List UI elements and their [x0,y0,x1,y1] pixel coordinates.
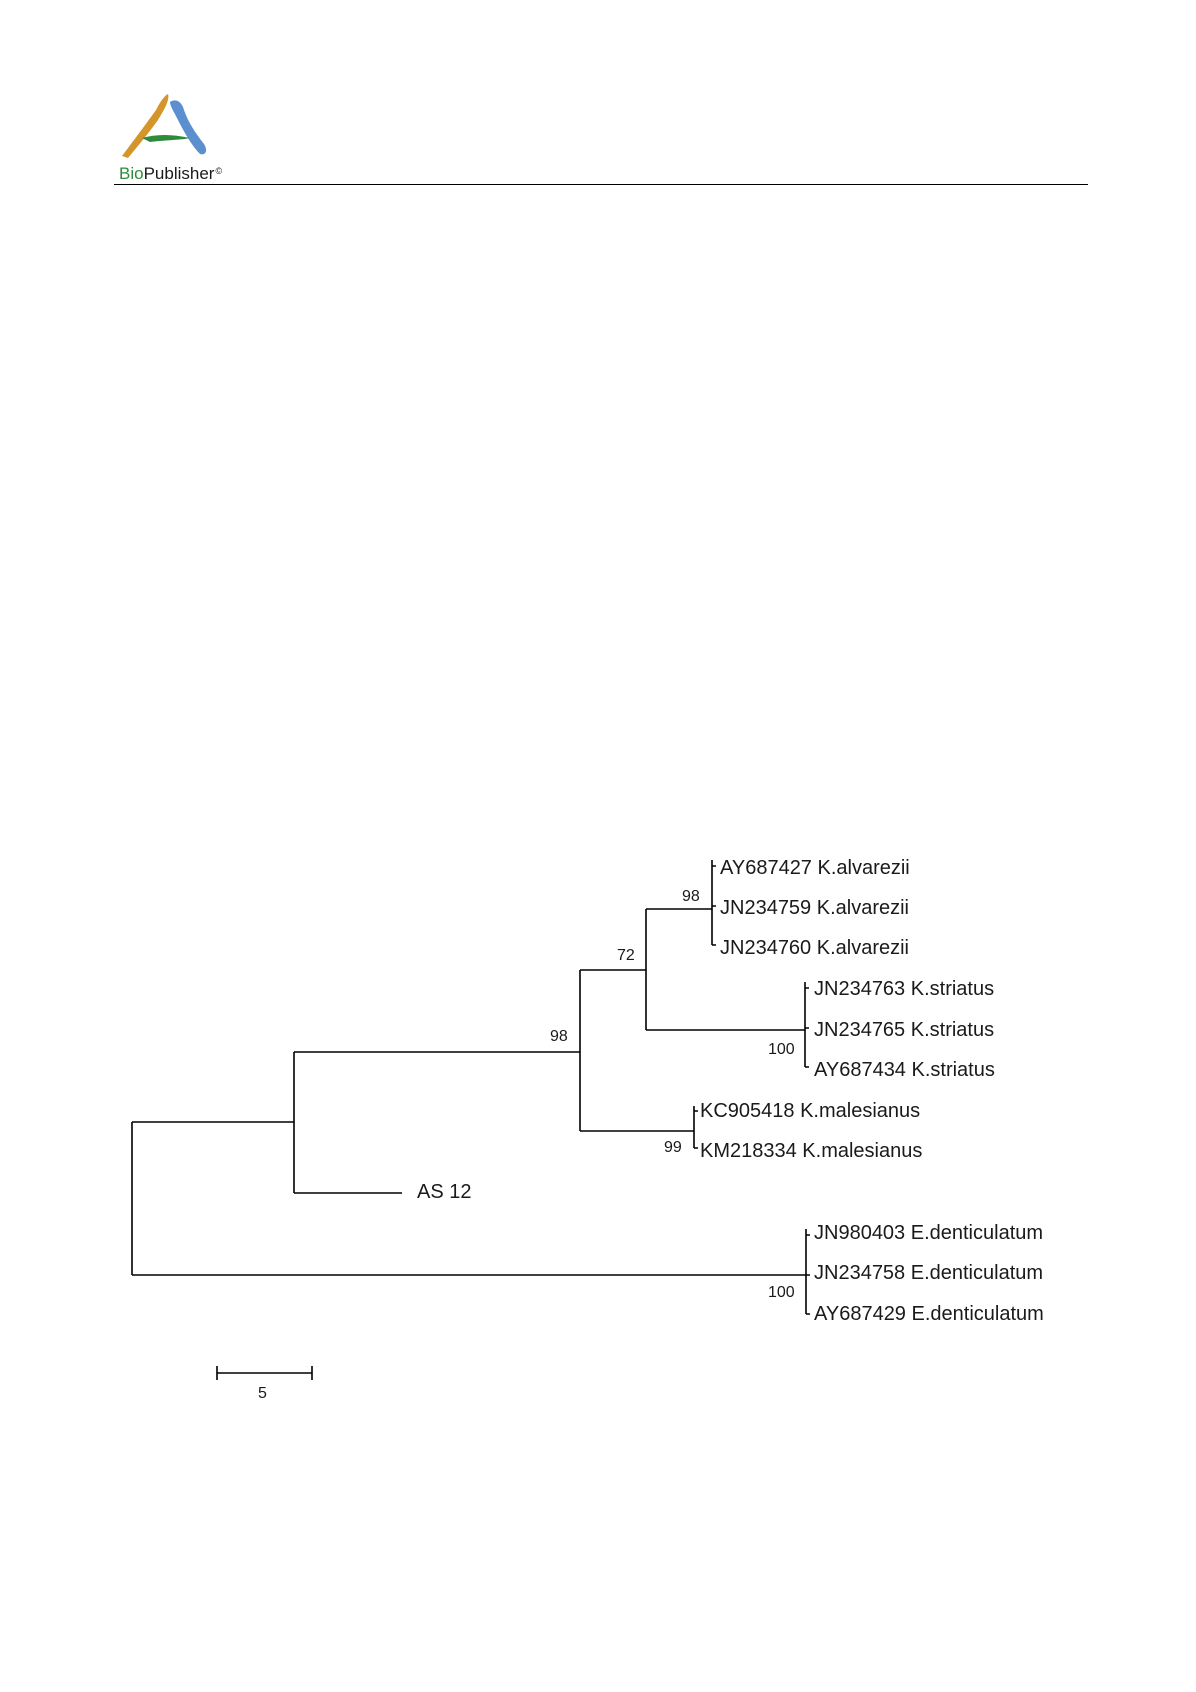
clade-striatus-lines [804,982,809,1068]
leaf-label: JN980403 E.denticulatum [814,1222,1043,1244]
bootstrap-value: 100 [768,1284,795,1301]
bootstrap-value: 100 [768,1041,795,1058]
node-ingroup [293,1051,580,1194]
leaf-label: AY687427 K.alvarezii [720,857,910,879]
bootstrap-value: 98 [550,1028,568,1045]
bootstrap-value: 72 [617,947,635,964]
bootstrap-value: 99 [664,1139,682,1156]
bootstrap-value: 98 [682,888,700,905]
bootstrap-values: 98 72 100 98 99 100 [550,888,795,1301]
leaf-labels: AY687427 K.alvarezii JN234759 K.alvarezi… [417,857,1044,1325]
page-header: BioPublisher© [0,0,1196,200]
leaf-label: JN234765 K.striatus [814,1019,994,1041]
node-root [131,1121,806,1276]
tree-branches [131,860,810,1380]
node-alvarezii-striatus [645,908,805,1031]
leaf-label: JN234760 K.alvarezii [720,937,909,959]
scale-label: 5 [258,1385,267,1402]
brand-name: BioPublisher© [119,164,223,183]
clade-alvarezii-lines [711,860,716,946]
leaf-label: AS 12 [417,1181,471,1203]
leaf-label: JN234759 K.alvarezii [720,897,909,919]
leaf-label: JN234758 E.denticulatum [814,1262,1043,1284]
leaf-label: JN234763 K.striatus [814,978,994,1000]
node-kappaphycus-core [579,969,694,1132]
clade-denticulatum-lines [805,1229,810,1315]
leaf-label: KC905418 K.malesianus [700,1100,920,1122]
scale-bar [216,1366,313,1380]
leaf-label: AY687434 K.striatus [814,1059,995,1081]
leaf-label: KM218334 K.malesianus [700,1140,922,1162]
clade-malesianus-lines [693,1106,698,1149]
leaf-label: AY687429 E.denticulatum [814,1303,1044,1325]
header-rule [114,184,1088,185]
biopublisher-logo-icon [122,94,207,158]
